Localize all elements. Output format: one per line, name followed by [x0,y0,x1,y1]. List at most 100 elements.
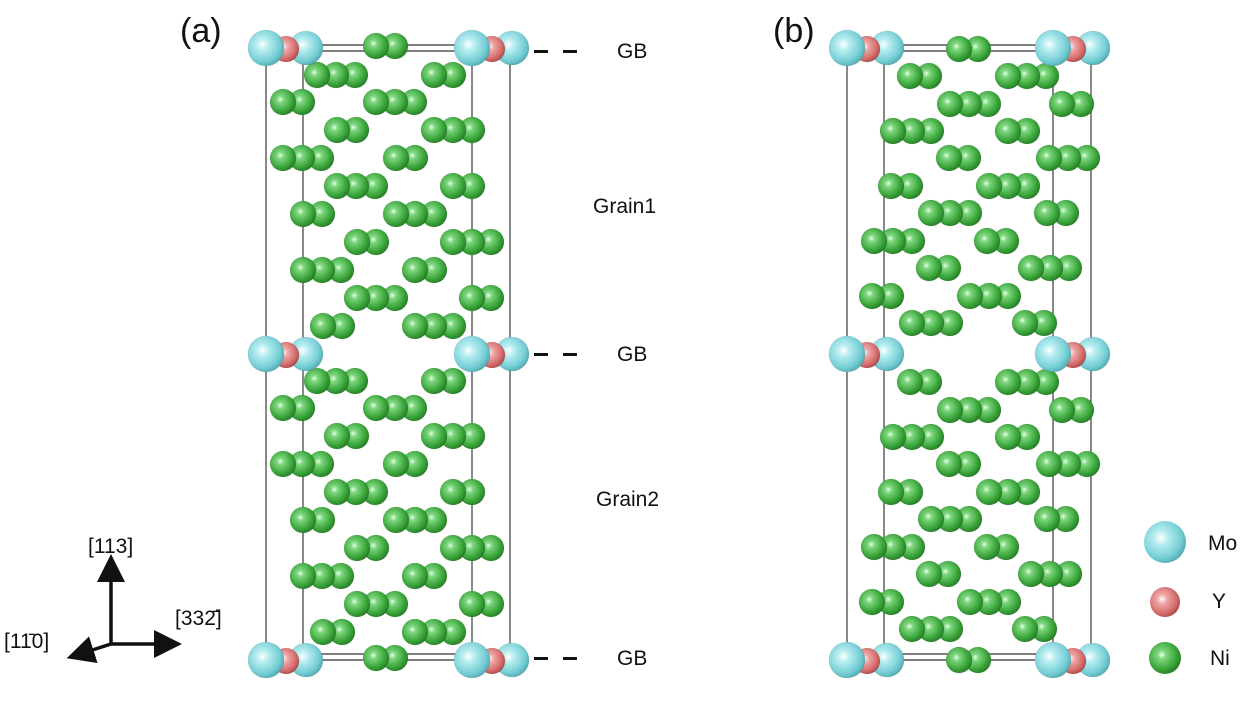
gb-top-dash-1 [534,50,548,53]
ni-atom [309,312,337,340]
ni-atom [917,199,945,227]
grain1-label: Grain1 [593,195,657,218]
ni-atom [458,590,486,618]
gb-top-label: GB [617,40,648,63]
ni-atom [269,88,297,116]
mo-atom [247,335,285,373]
ni-atom [362,32,390,60]
ni-atom [439,228,467,256]
legend-mo-swatch [1144,521,1186,563]
ni-atom [323,172,351,200]
ni-atom [289,200,317,228]
ni-atom [1048,90,1076,118]
ni-atom [303,61,331,89]
ni-atom [975,478,1003,506]
mo-atom [247,641,285,679]
ni-atom [362,394,390,422]
ni-atom [945,35,973,63]
mo-atom [1034,29,1072,67]
ni-atom [898,309,926,337]
ni-atom [917,505,945,533]
ni-atom [382,450,410,478]
ni-atom [269,394,297,422]
ni-atom [994,62,1022,90]
mo-atom [828,641,866,679]
ni-atom [323,478,351,506]
ni-atom [439,534,467,562]
ni-atom [915,254,943,282]
ni-atom [936,90,964,118]
ni-atom [879,423,907,451]
ni-atom [935,450,963,478]
ni-atom [401,256,429,284]
mo-atom [453,641,491,679]
ni-atom [975,172,1003,200]
ni-atom [420,367,448,395]
ni-atom [343,590,371,618]
ni-atom [956,588,984,616]
legend-swatches [1144,521,1186,674]
ni-atom [420,422,448,450]
ni-atom [994,368,1022,396]
mo-atom [453,335,491,373]
mo-atom [828,29,866,67]
ni-atom [401,312,429,340]
gb-mid-dash-1 [534,353,548,356]
ni-atom [343,228,371,256]
ni-atom [420,61,448,89]
ni-atom [289,506,317,534]
ni-atom [994,423,1022,451]
legend-mo-label: Mo [1208,532,1238,555]
ni-atom [401,562,429,590]
legend-ni-label: Ni [1210,647,1230,670]
ni-atom [269,144,297,172]
ni-atom [458,284,486,312]
axis-left-arrow [66,636,112,664]
panel-a-label: (a) [180,12,222,50]
mo-atom [1034,335,1072,373]
ni-atom [1035,144,1063,172]
ni-atom [382,144,410,172]
ni-atom [896,368,924,396]
ni-atom [420,116,448,144]
gb-bottom-dash-2 [563,657,577,660]
mo-atom [453,29,491,67]
ni-atom [1033,199,1061,227]
ni-atom [309,618,337,646]
ni-atom [1035,450,1063,478]
axes-arrows [66,554,182,664]
gb-bottom-label: GB [617,647,648,670]
ni-atom [401,618,429,646]
ni-atom [343,534,371,562]
ni-atom [860,227,888,255]
ni-atom [877,172,905,200]
ni-atom [860,533,888,561]
mo-atom [828,335,866,373]
ni-atom [362,88,390,116]
axis-up-label: [113] [88,535,134,558]
ni-atom [1011,309,1039,337]
ni-atom [303,367,331,395]
ni-atom [858,282,886,310]
ni-atom [1017,560,1045,588]
ni-atom [1048,396,1076,424]
ni-atom [879,117,907,145]
ni-atom [269,450,297,478]
ni-atom [973,533,1001,561]
ni-atom [343,284,371,312]
axis-right-label: [332̄] [175,607,222,630]
ni-atom [877,478,905,506]
legend-y-swatch [1150,587,1180,617]
ni-atom [956,282,984,310]
gb-mid-dash-2 [563,353,577,356]
ni-atom [1011,615,1039,643]
ni-atom [382,506,410,534]
gb-mid-label: GB [617,343,648,366]
legend-ni-swatch [1149,642,1181,674]
grain2-label: Grain2 [596,488,660,511]
ni-atom [362,644,390,672]
ni-atom [858,588,886,616]
ni-atom [323,116,351,144]
